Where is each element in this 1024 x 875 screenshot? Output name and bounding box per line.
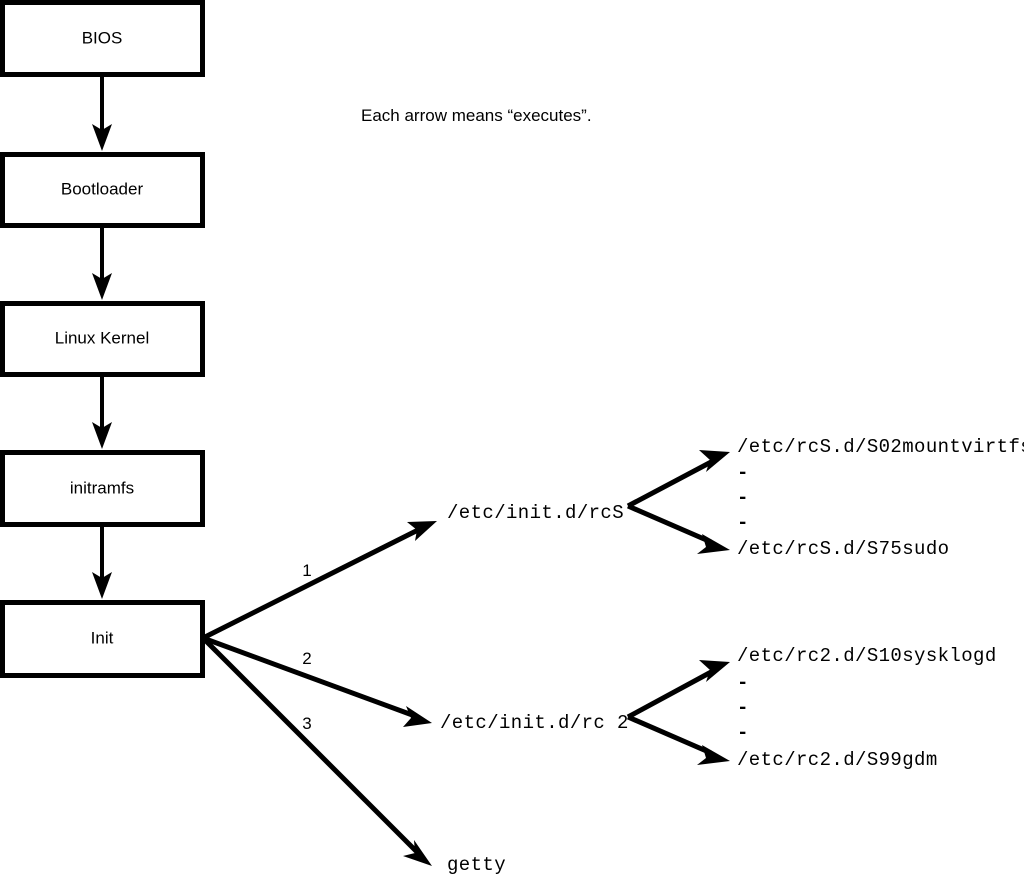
edge-label-3: 3 — [302, 714, 311, 733]
bootloader-box-label: Bootloader — [61, 179, 144, 198]
arrow-bootloader-to-kernel — [92, 228, 112, 300]
rcs-ellipsis-dash-1: - — [737, 462, 748, 484]
node-box-bios[interactable]: BIOS — [0, 0, 205, 77]
rc2-ellipsis-dash-3: - — [737, 722, 748, 744]
init-box-label: Init — [91, 628, 114, 647]
linux-kernel-box-rect — [0, 301, 205, 377]
rcs-ellipsis-dash-3: - — [737, 512, 748, 534]
rc2-ellipsis-dash-1: - — [737, 672, 748, 694]
node-label-rc2-last-target: /etc/rc2.d/S99gdm — [737, 749, 938, 771]
node-box-initramfs[interactable]: initramfs — [0, 450, 205, 527]
rc2-ellipsis-dash-2: - — [737, 697, 748, 719]
arrow-initramfs-to-init — [92, 527, 112, 599]
init-box-rect — [0, 600, 205, 678]
bios-box-label: BIOS — [82, 28, 123, 47]
node-box-bootloader[interactable]: Bootloader — [0, 152, 205, 228]
bootloader-box-rect — [0, 152, 205, 228]
arrow-init-to-rcs — [201, 521, 437, 641]
rcs-ellipsis-dash-2: - — [737, 487, 748, 509]
diagram-caption: Each arrow means “executes”. — [361, 106, 592, 125]
bios-box-rect — [0, 0, 205, 77]
arrow-rcs-to-first — [626, 450, 730, 509]
node-label-rcs-script: /etc/init.d/rcS — [447, 502, 624, 524]
node-label-rcs-last-target: /etc/rcS.d/S75sudo — [737, 538, 949, 560]
arrow-init-to-rc2 — [202, 635, 432, 727]
node-box-init[interactable]: Init — [0, 600, 205, 678]
arrow-bios-to-bootloader — [92, 77, 112, 151]
arrow-rcs-to-last — [627, 503, 730, 554]
edge-label-2: 2 — [302, 649, 311, 668]
node-label-rc2-script: /etc/init.d/rc 2 — [440, 712, 629, 734]
linux-kernel-box-label: Linux Kernel — [55, 328, 150, 347]
edge-label-1: 1 — [302, 561, 311, 580]
arrow-rc2-to-last — [627, 714, 730, 765]
arrow-rc2-to-first — [626, 660, 730, 720]
node-label-getty: getty — [447, 854, 506, 875]
initramfs-box-rect — [0, 450, 205, 527]
node-box-linux-kernel[interactable]: Linux Kernel — [0, 301, 205, 377]
node-label-rc2-first-target: /etc/rc2.d/S10sysklogd — [737, 645, 997, 667]
arrow-kernel-to-initramfs — [92, 377, 112, 449]
initramfs-box-label: initramfs — [70, 478, 134, 497]
arrow-init-to-getty — [201, 636, 432, 866]
node-label-rcs-first-target: /etc/rcS.d/S02mountvirtfs — [737, 436, 1024, 458]
